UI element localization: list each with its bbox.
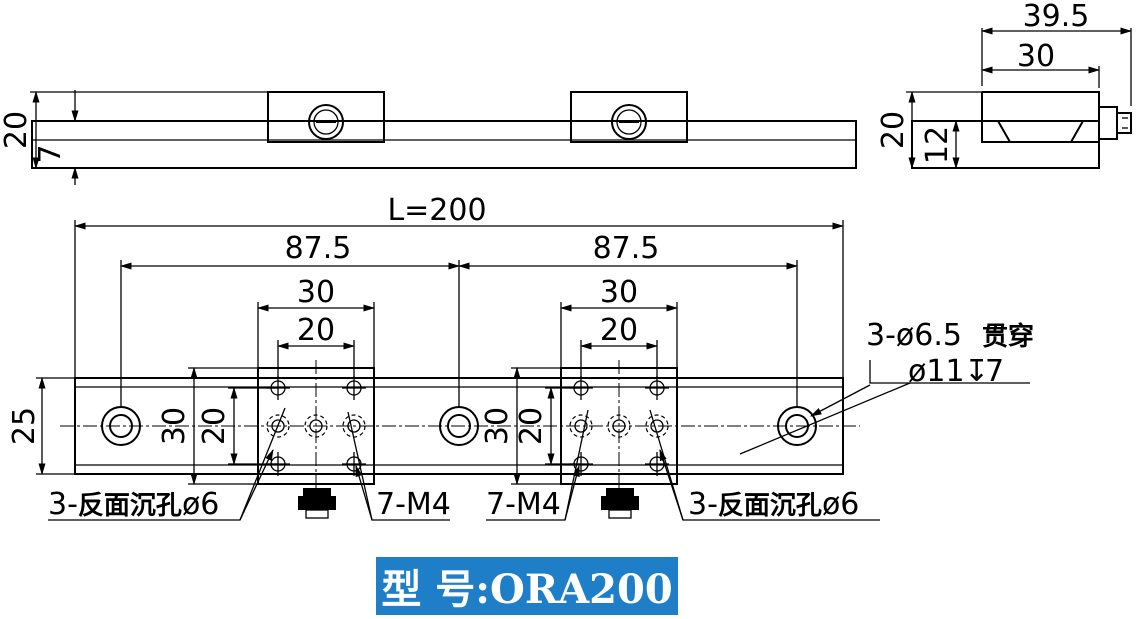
tapped-holes-right: 7-M4 (486, 487, 561, 522)
carriage-width-dim-left: 30 (297, 275, 335, 310)
hole-height-dim-right: 20 (514, 407, 549, 445)
through-hole-note: 贯穿 (982, 321, 1034, 352)
counterbore-right-text: 反面沉孔 (718, 491, 822, 521)
side-view: 20 7 (0, 90, 857, 185)
through-hole-callout: 3-ø6.5 贯穿 ø11 ↧ 7 (739, 318, 1034, 455)
tapped-holes-left: 7-M4 (376, 487, 451, 522)
carriage-width-dim-right: 30 (600, 275, 638, 310)
side-height-dim: 20 (0, 111, 34, 149)
clamp-knob-right (601, 488, 639, 519)
counterbore-depth: 7 (985, 354, 1004, 389)
counterbore-label-right: 3-反面沉孔ø6 (688, 487, 859, 522)
top-view: L=200 87.5 87.5 30 20 30 20 25 (7, 193, 1034, 522)
counterbore-left-dia: ø6 (182, 487, 219, 522)
length-dim: L=200 (387, 193, 486, 228)
hole-spacing-dim-left: 20 (297, 313, 335, 348)
through-hole-label: 3-ø6.5 (866, 318, 962, 353)
side-rail-dim: 7 (33, 144, 68, 163)
pitch-right-dim: 87.5 (593, 231, 660, 266)
screw-head-right (611, 104, 647, 140)
callout-leaders (48, 407, 880, 521)
model-label: 型 号:ORA200 (381, 566, 673, 613)
end-height-dim: 20 (876, 111, 911, 149)
end-outer-width-dim: 39.5 (1023, 0, 1090, 34)
hole-spacing-dim-right: 20 (600, 313, 638, 348)
counterbore-label-left: 3-反面沉孔ø6 (48, 487, 219, 522)
model-banner-bg (376, 557, 678, 615)
screw-head-left (308, 104, 344, 140)
counterbore-left-count: 3- (48, 487, 78, 522)
counterbore-right-dia: ø6 (822, 487, 859, 522)
counterbore-depth-symbol: ↧ (964, 354, 989, 389)
carriage-height-dim-right: 30 (480, 407, 515, 445)
hole-height-dim-left: 20 (197, 407, 232, 445)
end-view: 39.5 30 20 12 (876, 0, 1133, 170)
end-rail-height-dim: 12 (920, 126, 955, 164)
rail-width-dim: 25 (7, 407, 42, 445)
clamp-knob-left (298, 488, 336, 519)
end-width-dim: 30 (1017, 39, 1055, 74)
pitch-left-dim: 87.5 (285, 231, 352, 266)
carriage-height-dim-left: 30 (157, 407, 192, 445)
counterbore-right-count: 3- (688, 487, 718, 522)
counterbore-spec: ø11 (908, 354, 965, 389)
counterbore-left-text: 反面沉孔 (78, 491, 182, 521)
